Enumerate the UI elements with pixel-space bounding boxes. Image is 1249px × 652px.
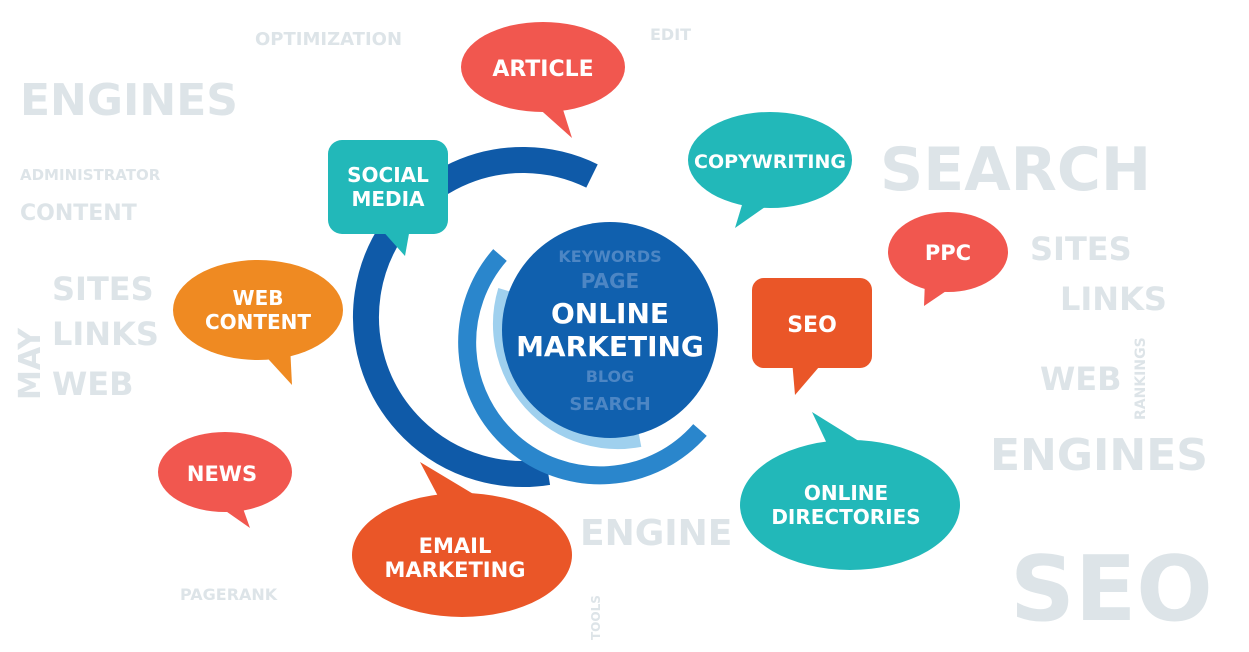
bg-word: ADMINISTRATOR [20, 166, 161, 184]
bg-word: PAGERANK [180, 585, 278, 604]
bubble-online-directories: ONLINE DIRECTORIES [740, 412, 960, 570]
bubble-label: ARTICLE [492, 57, 593, 82]
bubble-email-marketing: EMAIL MARKETING [352, 462, 572, 617]
bg-word: ENGINES [20, 75, 238, 126]
bubble-label-line1: ONLINE [804, 481, 888, 505]
bg-word: CONTENT [20, 201, 137, 226]
bg-word: SITES [52, 270, 154, 308]
bg-word: BLOG [586, 367, 635, 386]
bubble-label-line2: CONTENT [205, 310, 311, 334]
bg-word: OPTIMIZATION [255, 29, 402, 50]
bubble-label: COPYWRITING [694, 151, 846, 173]
bg-word: LINKS [1060, 280, 1167, 318]
bubble-label-line1: EMAIL [419, 534, 492, 558]
bubble-label: PPC [925, 241, 971, 265]
bubble-label: SEO [787, 313, 837, 338]
bg-word: ENGINE [580, 513, 732, 554]
bubble-label-line2: MEDIA [351, 187, 425, 211]
bubble-ppc: PPC [888, 212, 1008, 306]
bg-word: SEARCH [880, 135, 1151, 205]
bg-word: SITES [1030, 230, 1132, 268]
center-circle [502, 222, 718, 438]
bubble-label-line2: DIRECTORIES [771, 505, 920, 529]
bubble-label-line1: SOCIAL [347, 163, 429, 187]
bg-word: KEYWORDS [558, 247, 661, 266]
bg-word: EDIT [650, 25, 691, 44]
bg-word: SEARCH [569, 394, 650, 415]
bubble-news: NEWS [158, 432, 292, 528]
background-word-cloud: SEARCH SEO ENGINES ENGINES OPTIMIZATION … [13, 25, 1213, 642]
inner-arc [492, 287, 642, 449]
bg-word: PAGE [581, 269, 639, 293]
center-ring: KEYWORDS PAGE BLOG SEARCH ONLINE MARKETI… [352, 147, 718, 487]
bubble-seo: SEO [752, 278, 872, 395]
bubble-label: NEWS [187, 462, 257, 486]
bg-word: SEO [1010, 537, 1213, 642]
bg-word: MAY [13, 327, 48, 400]
bubble-label-line2: MARKETING [385, 558, 526, 582]
bg-word: WEB [1040, 360, 1122, 398]
center-title-line2: MARKETING [516, 330, 704, 363]
bubble-social-media: SOCIAL MEDIA [328, 140, 448, 256]
bubble-label-line1: WEB [233, 286, 284, 310]
bg-word: RANKINGS [1133, 337, 1149, 420]
outer-arc [352, 147, 598, 487]
bubble-copywriting: COPYWRITING [688, 112, 852, 228]
center-title-line1: ONLINE [551, 297, 669, 330]
bg-word: LINKS [52, 315, 159, 353]
bg-word: WEB [52, 365, 134, 403]
bubble-web-content: WEB CONTENT [173, 260, 343, 385]
bubble-article: ARTICLE [461, 22, 625, 138]
middle-arc [458, 249, 707, 485]
bg-word: ENGINES [990, 430, 1208, 481]
bg-word: TOOLS [589, 595, 603, 640]
